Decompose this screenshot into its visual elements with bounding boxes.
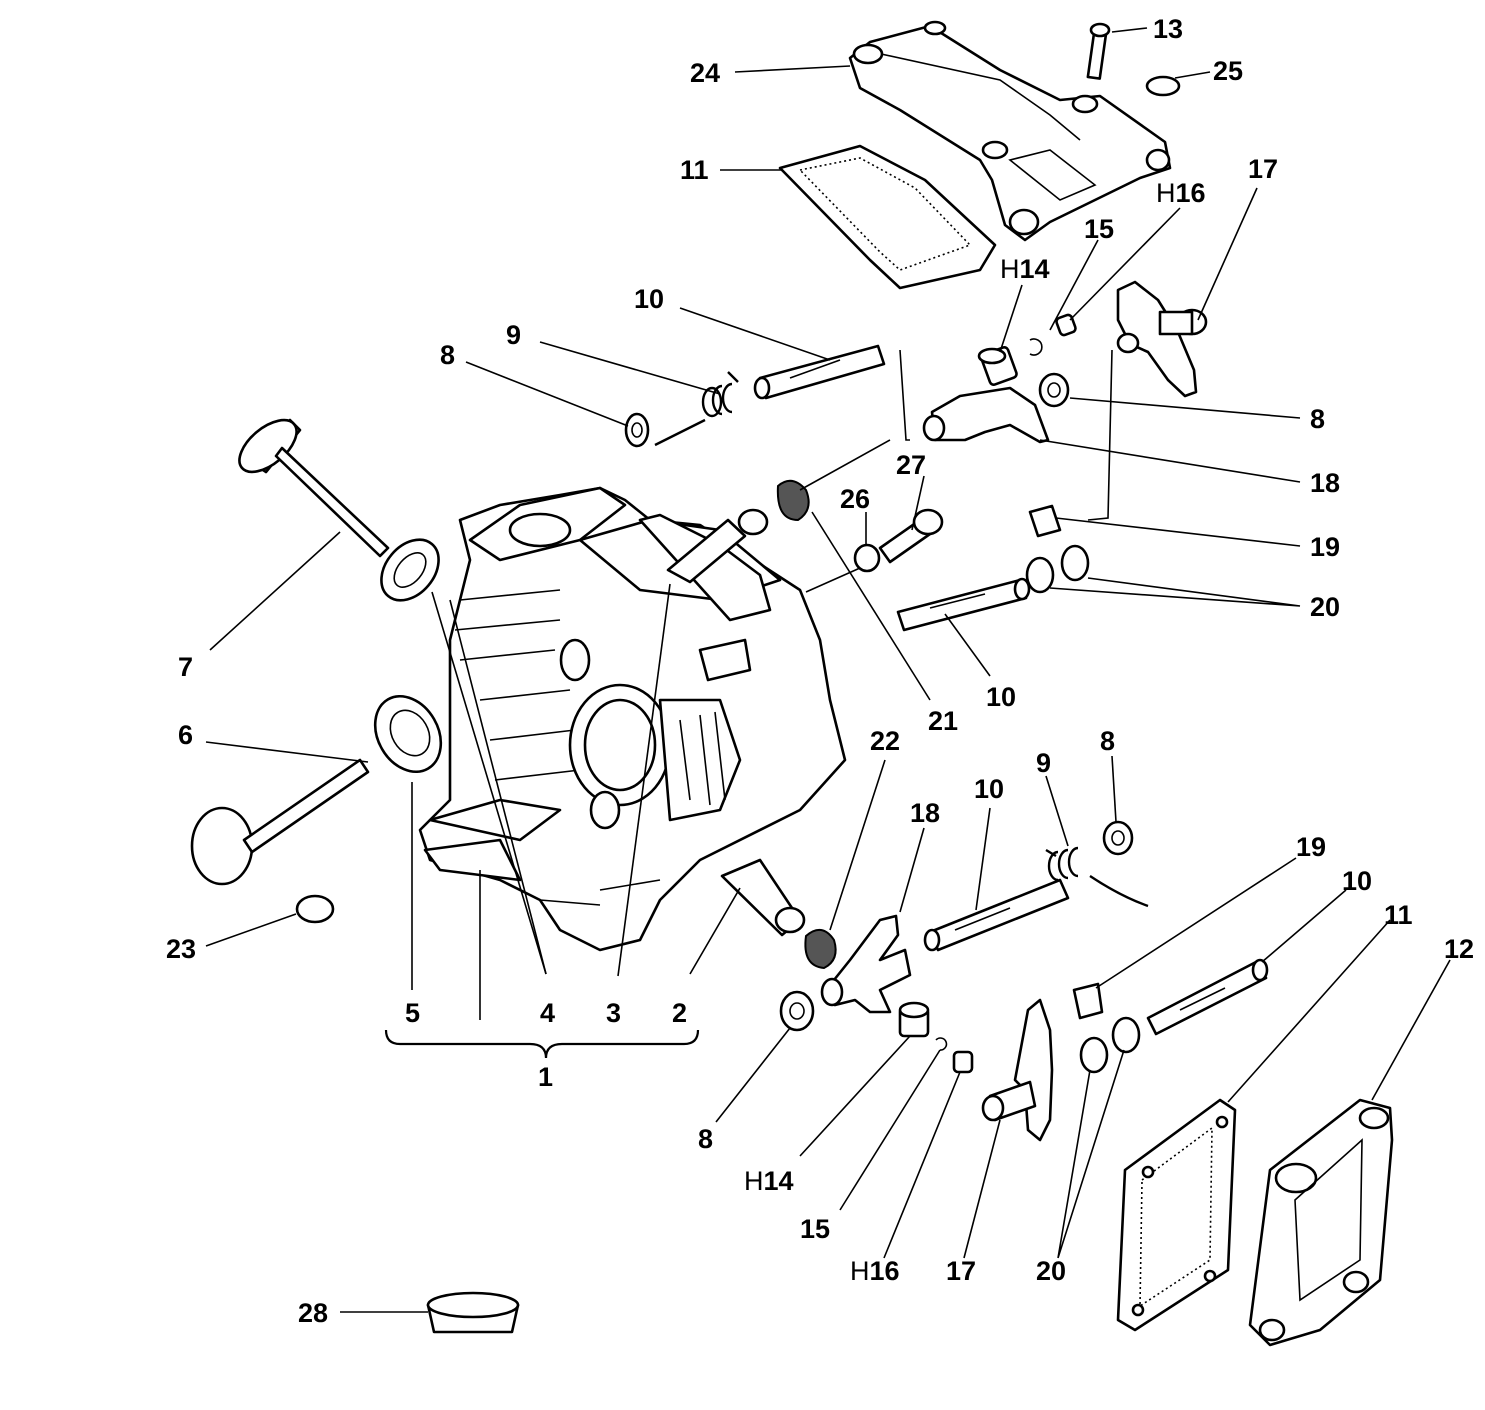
cap-plug-small bbox=[295, 894, 335, 924]
callout-21: 21 bbox=[928, 706, 959, 736]
callout-23: 23 bbox=[166, 934, 197, 964]
callout-8-top-right: 8 bbox=[1310, 404, 1326, 434]
valve-stem-seal-upper bbox=[776, 479, 810, 522]
callout-17-top: 17 bbox=[1248, 154, 1279, 184]
callout-18-lower: 18 bbox=[910, 798, 941, 828]
shim-washer-a bbox=[1025, 556, 1055, 594]
callout-20-top: 20 bbox=[1310, 592, 1341, 622]
callout-7: 7 bbox=[178, 652, 194, 682]
callout-11-lower: 11 bbox=[1384, 900, 1413, 930]
shim-washer-c bbox=[1079, 1036, 1109, 1074]
callout-4: 4 bbox=[540, 998, 556, 1028]
bolt-washer bbox=[853, 543, 881, 573]
callout-17-bottom: 17 bbox=[946, 1256, 977, 1286]
shim-washer-b bbox=[1060, 544, 1090, 582]
spacer-clip-top bbox=[1028, 504, 1062, 538]
cap-plug-top bbox=[1145, 75, 1181, 97]
callout-9-lower: 9 bbox=[1036, 748, 1052, 778]
callout-2: 2 bbox=[672, 998, 688, 1028]
callout-1: 1 bbox=[538, 1062, 554, 1092]
cup-plug bbox=[426, 1291, 520, 1334]
callout-13: 13 bbox=[1153, 14, 1184, 44]
callout-20-bottom: 20 bbox=[1036, 1256, 1067, 1286]
valve-guide-seal bbox=[373, 694, 443, 774]
bushing-lower bbox=[898, 1001, 930, 1038]
callout-11-top: 11 bbox=[680, 155, 709, 185]
washer-lower bbox=[779, 990, 815, 1032]
callout-h14-top: H14 bbox=[1000, 254, 1050, 284]
callout-3: 3 bbox=[606, 998, 622, 1028]
rocker-arm-lower bbox=[820, 914, 912, 1014]
callout-25: 25 bbox=[1213, 56, 1244, 86]
callout-22: 22 bbox=[870, 726, 901, 756]
callout-26: 26 bbox=[840, 484, 871, 514]
shim-washer-d bbox=[1111, 1016, 1141, 1054]
rocker-shaft-right-top bbox=[896, 577, 1031, 632]
rocker-arm-exhaust-top bbox=[1116, 280, 1208, 398]
pin-lower bbox=[952, 1050, 974, 1074]
thrust-washer bbox=[1038, 372, 1070, 408]
rocker-shaft-lower bbox=[923, 878, 1070, 952]
circlip-top bbox=[1029, 338, 1043, 356]
rocker-arm-exhaust-lower bbox=[981, 998, 1054, 1142]
callout-27: 27 bbox=[896, 450, 927, 480]
callout-8-bottom: 8 bbox=[698, 1124, 714, 1154]
cover-gasket-lower bbox=[1116, 1098, 1237, 1332]
spring-left-top bbox=[654, 371, 739, 447]
intake-valve bbox=[190, 758, 370, 886]
washer-lower-right bbox=[1102, 820, 1134, 856]
callout-h14-bottom: H14 bbox=[744, 1166, 794, 1196]
spring-lower bbox=[1045, 846, 1149, 908]
spacer-clip-lower bbox=[1072, 982, 1104, 1020]
callout-10-right: 10 bbox=[1342, 866, 1373, 896]
callout-19-top: 19 bbox=[1310, 532, 1341, 562]
callout-6: 6 bbox=[178, 720, 194, 750]
callout-10-mid: 10 bbox=[986, 682, 1017, 712]
callout-8-mid-right: 8 bbox=[1100, 726, 1116, 756]
rocker-arm-intake-top bbox=[922, 386, 1050, 444]
callout-5: 5 bbox=[405, 998, 421, 1028]
cover-gasket-top bbox=[778, 144, 997, 290]
callout-28: 28 bbox=[298, 1298, 329, 1328]
rocker-shaft-right-lower bbox=[1146, 958, 1269, 1036]
valve-stem-seal-lower bbox=[804, 929, 837, 970]
head-bolt bbox=[878, 508, 944, 564]
callout-12: 12 bbox=[1444, 934, 1475, 964]
valve-guide-upper bbox=[666, 508, 769, 584]
bushing-top bbox=[977, 346, 1018, 386]
callout-8-top-left: 8 bbox=[440, 340, 456, 370]
callout-9-top: 9 bbox=[506, 320, 522, 350]
washer-left bbox=[624, 412, 650, 448]
cover-screw bbox=[1086, 22, 1111, 80]
exhaust-valve bbox=[238, 418, 390, 558]
cylinder-head bbox=[418, 486, 847, 952]
valve-seal-ring bbox=[380, 538, 440, 602]
rocker-cover-side bbox=[1248, 1098, 1394, 1347]
callout-24: 24 bbox=[690, 58, 721, 88]
callout-15-top: 15 bbox=[1084, 214, 1115, 244]
valve-guide-lower bbox=[720, 858, 806, 937]
callout-h16-top: H16 bbox=[1156, 178, 1206, 208]
callout-10-lower: 10 bbox=[974, 774, 1005, 804]
callout-15-bottom: 15 bbox=[800, 1214, 831, 1244]
callout-h16-bottom: H16 bbox=[850, 1256, 900, 1286]
leader-lines bbox=[205, 27, 1451, 1313]
rocker-shaft-top-left bbox=[753, 344, 886, 400]
callout-19-lower: 19 bbox=[1296, 832, 1327, 862]
rocker-cover-top bbox=[848, 20, 1172, 242]
circlip-lower bbox=[935, 1037, 948, 1051]
callout-18-top: 18 bbox=[1310, 468, 1341, 498]
callout-10-top: 10 bbox=[634, 284, 665, 314]
